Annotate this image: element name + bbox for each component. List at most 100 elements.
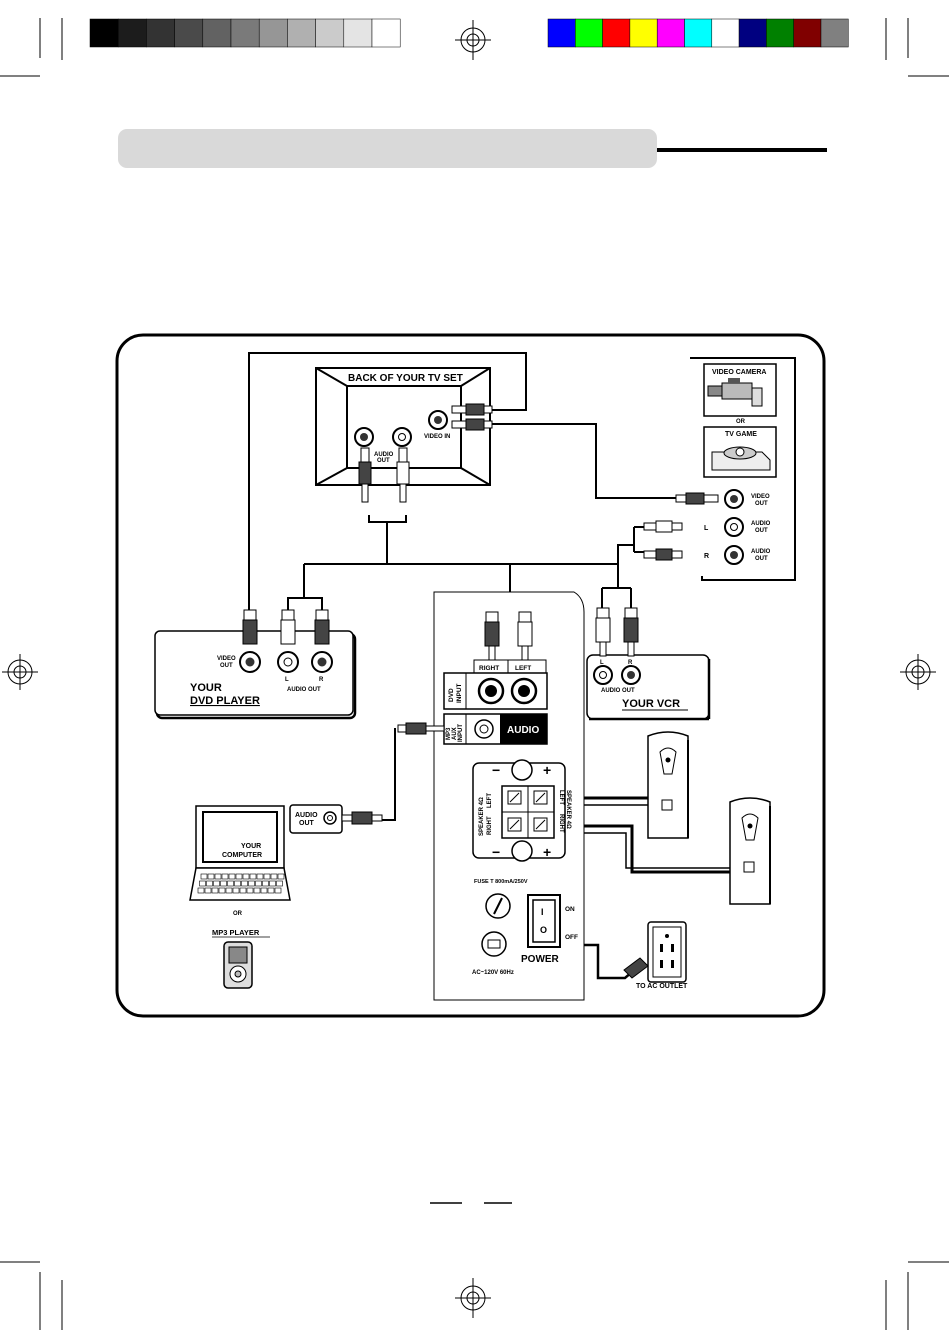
keyboard-key [256,873,264,880]
calibration-swatch [230,18,260,48]
calibration-swatch [656,18,685,48]
keyboard-key [274,887,282,894]
keyboard-key [277,873,285,880]
switch-on-label: ON [565,906,575,913]
calibration-swatch [202,18,232,48]
switch-off-label: OFF [565,934,578,941]
keyboard-key [234,880,241,887]
video-camera-icon [707,378,763,407]
calibration-swatch [287,18,316,48]
keyboard-key [246,887,254,894]
tv-out-label: OUT [377,458,390,464]
tv-back-panel: BACK OF YOUR TV SET R AUDIO OUT L VIDEO … [315,367,493,503]
dvd-player-name-line1: YOUR [190,682,222,694]
mp3-player-icon [223,941,253,989]
or-label-camera: OR [736,419,746,425]
speaker-right-side-label: RIGHT [558,814,564,833]
keyboard-key [228,873,236,880]
tv-game-label: TV GAME [725,431,757,438]
dvd-r-label: R [319,677,324,683]
terminal-minus-bottom: − [492,844,500,860]
keyboard-keys [197,873,285,894]
keyboard-key [207,873,215,880]
dvd-video-out-label: OUT [220,663,233,669]
calibration-swatch [258,18,288,48]
grayscale-calibration-bar [89,18,401,48]
keyboard-key [204,887,212,894]
unit-right-label: RIGHT [479,665,499,672]
keyboard-key [253,887,261,894]
tv-title: BACK OF YOUR TV SET [348,373,463,384]
vcr-r-label: R [628,660,633,666]
calibration-swatch [820,18,849,48]
dvd-player-name-line2: DVD PLAYER [190,695,260,707]
dvd-input-label-line1: DVD [448,688,455,702]
section-header-bar [118,129,657,168]
tv-audio-plugs [358,447,410,503]
calibration-swatch [738,18,767,48]
dvd-input-label-line2: INPUT [456,683,463,703]
keyboard-key [211,887,219,894]
keyboard-key [227,880,234,887]
computer-or-label: OR [233,911,243,917]
keyboard-key [241,880,248,887]
calibration-swatch [89,18,119,48]
vcr-audio-out-label: AUDIO OUT [601,688,635,694]
speaker-right-side-label-line2: SPEAKER 4Ω [565,790,571,829]
source-l-label: L [704,525,709,532]
aux-input-label-line2: AUX [452,727,458,740]
source-video-label: VIDEO [751,494,770,500]
source-video-out-label: OUT [755,501,768,507]
keyboard-key [267,887,275,894]
keyboard-key [239,887,247,894]
ac-outlet: TO AC OUTLET [623,921,688,990]
registration-mark-right [900,654,936,690]
keyboard-key [199,880,206,887]
keyboard-key [197,887,205,894]
source-audio-l-out-label: OUT [755,528,768,534]
computer-name-line1: YOUR [241,843,261,850]
keyboard-key [262,880,269,887]
tv-audio-label: AUDIO [374,452,394,458]
dvd-video-label: VIDEO [217,656,236,662]
switch-on-mark: I [541,907,544,917]
keyboard-key [249,873,257,880]
audio-section-label: AUDIO [507,725,539,736]
keyboard-key [269,880,276,887]
unit-left-label: LEFT [515,665,531,672]
aux-input-label-line1: MP3 [446,727,452,740]
power-label: POWER [521,954,560,965]
source-audio-r-label: AUDIO [751,549,771,555]
crop-marks [0,18,949,1330]
registration-mark-top [455,20,491,60]
right-satellite-speaker [729,797,771,905]
calibration-swatch [684,18,713,48]
keyboard-key [200,873,208,880]
keyboard-key [232,887,240,894]
keyboard-key [214,873,222,880]
calibration-swatch [766,18,794,48]
calibration-swatch [711,18,740,48]
keyboard-key [242,873,250,880]
source-audio-r-out-label: OUT [755,556,768,562]
keyboard-key [260,887,268,894]
registration-mark-bottom [455,1278,491,1318]
keyboard-key [218,887,226,894]
keyboard-key [225,887,233,894]
vcr-l-label: L [600,660,604,666]
keyboard-key [255,880,262,887]
keyboard-key [206,880,213,887]
video-source-panel: VIDEO CAMERA OR TV GAME VIDEO OUT AUDIO … [643,357,796,581]
speaker-left-label-line1: SPEAKER 4Ω [479,797,485,836]
source-r-label: R [704,553,709,560]
calibration-swatch [343,18,373,48]
registration-mark-left [2,654,38,690]
computer-audio-label: AUDIO [295,812,318,819]
keyboard-key [213,880,220,887]
dvd-player: VIDEO OUT L R AUDIO OUT YOUR DVD PLAYER [154,609,357,720]
diagram-frame [115,333,826,1018]
tv-video-plugs [451,403,493,431]
calibration-swatch [174,18,204,48]
ac-outlet-label: TO AC OUTLET [636,983,688,990]
